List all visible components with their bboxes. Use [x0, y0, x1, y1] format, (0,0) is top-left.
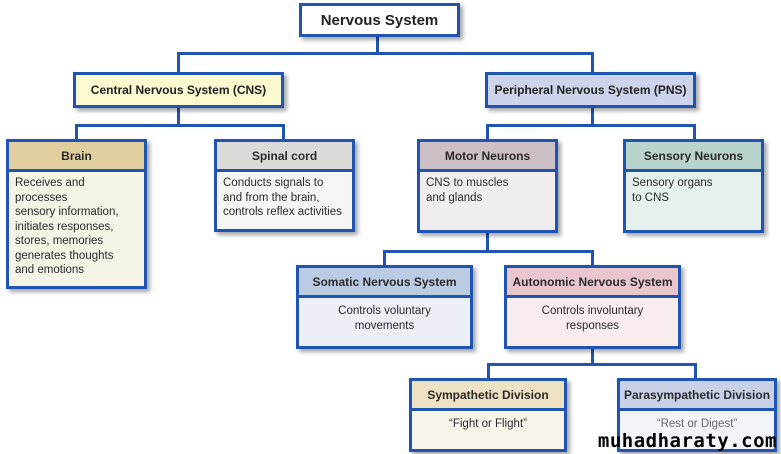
node-title: Motor Neurons — [420, 142, 555, 172]
node-description: “Rest or Digest” — [620, 411, 774, 449]
connector — [694, 363, 697, 379]
connector — [177, 106, 180, 125]
node-title: Spinal cord — [217, 142, 352, 172]
connector — [591, 250, 594, 266]
cns-node: Central Nervous System (CNS) — [73, 72, 284, 108]
connector — [282, 124, 285, 140]
node-description: “Fight or Flight” — [412, 411, 564, 449]
connector — [177, 52, 180, 74]
parasympathetic-division-node: Parasympathetic Division “Rest or Digest… — [617, 378, 777, 452]
connector — [591, 348, 594, 365]
connector — [486, 124, 695, 127]
pns-node: Peripheral Nervous System (PNS) — [485, 72, 696, 108]
brain-node: Brain Receives and processes sensory inf… — [6, 139, 147, 289]
connector — [383, 250, 593, 253]
nervous-system-node: Nervous System — [299, 3, 460, 37]
connector — [487, 363, 696, 366]
node-label: Nervous System — [320, 11, 439, 29]
node-label: Central Nervous System (CNS) — [90, 83, 267, 97]
node-description: Sensory organs to CNS — [626, 172, 761, 230]
connector — [486, 124, 489, 140]
connector — [486, 232, 489, 252]
connector — [591, 106, 594, 125]
somatic-nervous-system-node: Somatic Nervous System Controls voluntar… — [296, 265, 473, 349]
node-description: Receives and processes sensory informati… — [9, 172, 144, 286]
node-title: Sensory Neurons — [626, 142, 761, 172]
node-description: CNS to muscles and glands — [420, 172, 555, 230]
node-description: Conducts signals to and from the brain, … — [217, 172, 352, 229]
connector — [75, 124, 78, 140]
autonomic-nervous-system-node: Autonomic Nervous System Controls involu… — [504, 265, 681, 349]
node-title: Sympathetic Division — [412, 381, 564, 411]
connector — [177, 52, 593, 55]
node-title: Somatic Nervous System — [299, 268, 470, 298]
connector — [383, 250, 386, 266]
connector — [693, 124, 696, 140]
connector — [487, 363, 490, 379]
node-title: Brain — [9, 142, 144, 172]
watermark: muhadharaty.com — [597, 430, 777, 452]
node-title: Parasympathetic Division — [620, 381, 774, 411]
node-description: Controls voluntary movements — [299, 298, 470, 346]
connector — [75, 124, 284, 127]
sympathetic-division-node: Sympathetic Division “Fight or Flight” — [409, 378, 567, 452]
connector — [376, 36, 379, 53]
sensory-neurons-node: Sensory Neurons Sensory organs to CNS — [623, 139, 764, 233]
motor-neurons-node: Motor Neurons CNS to muscles and glands — [417, 139, 558, 233]
connector — [591, 52, 594, 74]
node-label: Peripheral Nervous System (PNS) — [494, 83, 687, 97]
node-description: Controls involuntary responses — [507, 298, 678, 346]
spinal-cord-node: Spinal cord Conducts signals to and from… — [214, 139, 355, 232]
node-title: Autonomic Nervous System — [507, 268, 678, 298]
